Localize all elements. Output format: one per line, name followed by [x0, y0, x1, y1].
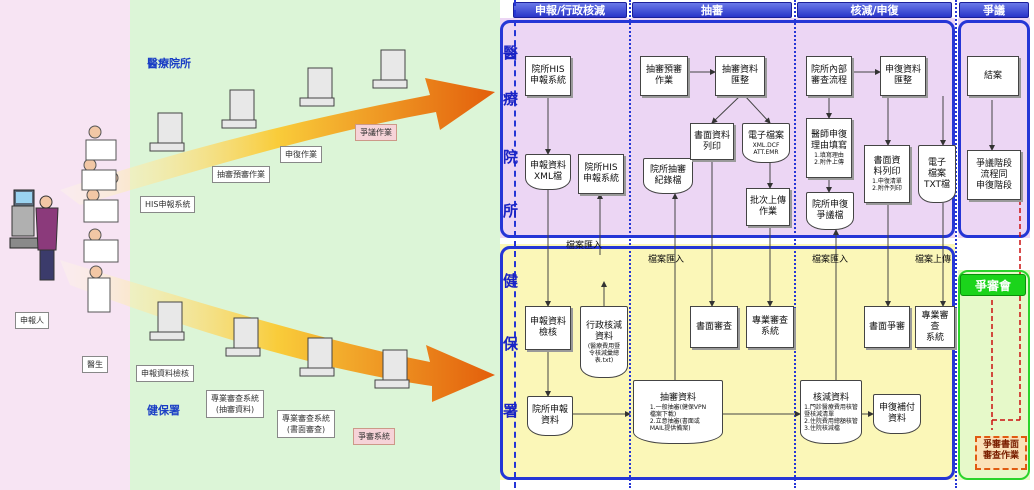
lane-hospital-1: 醫 — [503, 44, 519, 62]
hospital-tag-1: HIS申報系統 — [140, 196, 196, 213]
e-txt-file: 電子 檔案 TXT檔 — [918, 145, 956, 203]
divider-3 — [955, 0, 957, 488]
bg-dispute-hospital — [958, 18, 1030, 238]
divider-2 — [794, 0, 796, 488]
cut-data-doc: 核減資料 1.門診醫療費用核管 暨核減清單 2.住院費用總額核管 3.住院核減檔 — [800, 380, 862, 444]
hospital-report-data: 院所申報 資料 — [527, 396, 573, 436]
report-check-box: 申報資料 檢核 — [525, 306, 571, 350]
import-label-3: 檔案匯入 — [812, 255, 849, 265]
expert-system-box-2: 專業審查 系統 — [915, 306, 955, 348]
upper-arrow — [60, 78, 495, 205]
appeal-pay-data: 申復補付 資料 — [873, 394, 921, 434]
conclude-box: 結案 — [967, 56, 1019, 96]
sample-collect-box: 抽審資料 匯整 — [715, 56, 765, 96]
hospital-tag-2: 抽審預審作業 — [212, 166, 270, 183]
sample-data-title: 抽審資料 — [659, 392, 696, 403]
applicant-tag: 申報人 — [15, 312, 49, 329]
left-illustration — [9, 49, 495, 402]
expert-system-box: 專業審查 系統 — [746, 306, 794, 348]
cut-data-sub: 1.門診醫療費用核管 暨核減清單 2.住院費用總額核管 3.住院核減檔 — [804, 403, 858, 432]
nhi-tag-1: 申報資料檢核 — [136, 365, 194, 382]
e-file-title: 電子檔案 — [747, 130, 784, 141]
dispute-hospital-frame — [958, 20, 1030, 238]
his-report-system: 院所HIS 申報系統 — [525, 56, 571, 96]
upper-computers — [149, 49, 408, 152]
e-file-doc: 電子檔案 XML.DCF ATT.EMR — [742, 123, 790, 163]
appeal-print-sub: 1.申復清單 2.附件列印 — [872, 178, 902, 192]
header-declare: 申報/行政核減 — [513, 2, 627, 18]
dispute-committee-label: 爭審會 — [960, 274, 1026, 296]
paper-review-box: 書面審查 — [690, 306, 738, 348]
appeal-paper-box: 書面爭審 — [864, 306, 910, 348]
bg-nhi-lane — [500, 244, 955, 480]
lane-nhi-3: 署 — [503, 402, 519, 420]
admin-cut-sub: (醫療費用暨 令核減彙總 表.txt) — [587, 342, 621, 364]
appeal-print-title: 書面資 料列印 — [873, 156, 901, 177]
lower-computers — [149, 301, 410, 389]
lane-hospital-2: 療 — [503, 90, 519, 108]
prereview-box: 抽審預審 作業 — [640, 56, 688, 96]
doctors-group — [81, 125, 119, 313]
import-label-2: 檔案匯入 — [648, 255, 685, 265]
nhi-lane-frame — [500, 246, 955, 480]
header-sample: 抽審 — [632, 2, 792, 18]
dispute-paper-review: 爭審書面 審查作業 — [975, 436, 1027, 470]
upload-label: 檔案上傳 — [915, 255, 952, 265]
nhi-tag-4: 爭審系統 — [353, 428, 395, 445]
paper-print-box: 書面資料 列印 — [690, 123, 734, 160]
header-dispute: 爭議 — [959, 2, 1029, 18]
nhi-tag-3: 專業審查系統 (書面審查) — [277, 410, 335, 438]
divider-1 — [629, 0, 631, 488]
hospital-tag-4: 爭議作業 — [355, 124, 397, 141]
lane-nhi-1: 健 — [503, 272, 519, 290]
lane-hospital-4: 所 — [503, 202, 519, 220]
lane-hospital-3: 院 — [503, 148, 519, 166]
nhi-tag-2: 專業審查系統 (抽審資料) — [206, 390, 264, 418]
dispute-committee-frame — [958, 270, 1030, 480]
dispute-flow-box: 爭議階段 流程同 申復階段 — [967, 150, 1021, 200]
batch-upload-box: 批次上傳 作業 — [746, 188, 790, 226]
appeal-collect-box: 申復資料 匯整 — [880, 56, 926, 96]
cut-data-title: 核減資料 — [812, 392, 849, 403]
doctor-reason-box: 醫師申復 理由填寫 1.填寫理由 2.附件上傳 — [806, 118, 852, 178]
hospital-sample-record: 院所抽審 紀錄檔 — [643, 158, 693, 194]
admin-cut-doc: 行政核減 資料 (醫療費用暨 令核減彙總 表.txt) — [580, 306, 628, 378]
import-label-1: 檔案匯入 — [566, 241, 603, 251]
doctor-reason-sub: 1.填寫理由 2.附件上傳 — [814, 152, 844, 166]
xml-report-file: 申報資料 XML檔 — [525, 154, 571, 190]
e-file-sub: XML.DCF ATT.EMR — [752, 141, 780, 156]
doctor-tag: 醫生 — [82, 356, 108, 373]
admin-cut-title: 行政核減 資料 — [585, 320, 622, 342]
hospital-tag-3: 申復作業 — [280, 146, 322, 163]
nhi-title: 健保署 — [147, 404, 180, 417]
sample-data-doc: 抽審資料 1.一般抽審(健保VPN 檔案下載) 2.立意抽審(書面或 MAIL提… — [633, 380, 723, 444]
appeal-print-box: 書面資 料列印 1.申復清單 2.附件列印 — [864, 145, 910, 203]
internal-review-box: 院所內部 審查流程 — [806, 56, 852, 96]
his-report-system-2: 院所HIS 申報系統 — [578, 154, 624, 194]
hospital-title: 醫療院所 — [147, 57, 191, 70]
doctor-reason-title: 醫師申復 理由填寫 — [810, 130, 847, 151]
divider-0 — [514, 0, 516, 488]
sample-data-sub: 1.一般抽審(健保VPN 檔案下載) 2.立意抽審(書面或 MAIL提供備案) — [649, 403, 707, 432]
hospital-lane-frame — [500, 20, 955, 238]
hospital-appeal-file: 院所申復 爭議檔 — [806, 192, 854, 230]
lane-nhi-2: 保 — [503, 335, 519, 353]
computer-user-figure — [9, 189, 59, 281]
header-cut-appeal: 核減/申復 — [797, 2, 952, 18]
